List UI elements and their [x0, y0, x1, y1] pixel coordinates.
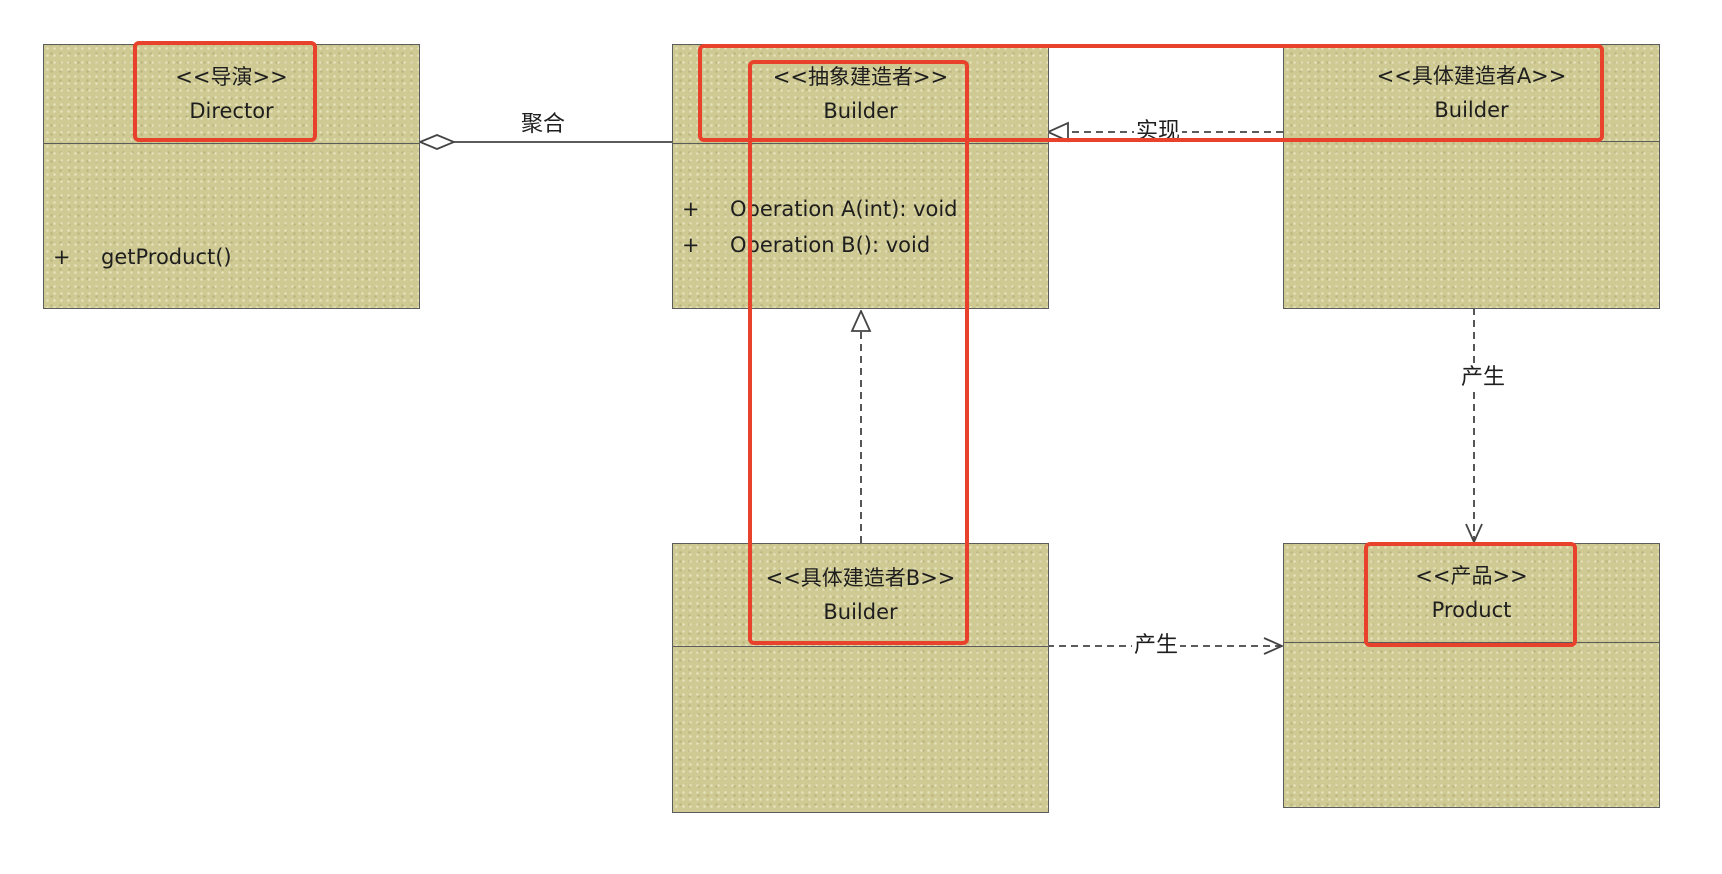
concrete-builder-a-name: Builder [1434, 98, 1509, 122]
abstract-builder-stereotype: <<抽象建造者>> [772, 65, 949, 89]
abstract-builder-class[interactable]: <<抽象建造者>> Builder + Operation A(int): vo… [672, 44, 1049, 309]
operation-visibility: + [682, 197, 700, 221]
product-stereotype: <<产品>> [1415, 564, 1528, 588]
abstract-builder-operations: + Operation A(int): void + Operation B()… [682, 191, 1044, 263]
concrete-builder-b-class-header: <<具体建造者B>> Builder [673, 544, 1048, 647]
concrete-builder-b-class[interactable]: <<具体建造者B>> Builder [672, 543, 1049, 813]
produces-label-a: 产生 [1458, 365, 1508, 391]
director-operations: + getProduct() [53, 239, 415, 275]
operation-signature: getProduct() [101, 245, 232, 269]
concrete-builder-b-stereotype: <<具体建造者B>> [765, 566, 956, 590]
builder-column-highlight-box [748, 60, 969, 645]
concrete-builder-a-stereotype: <<具体建造者A>> [1376, 64, 1567, 88]
director-class-header: <<导演>> Director [44, 45, 419, 144]
produces-label-b: 产生 [1131, 633, 1181, 659]
director-stereotype: <<导演>> [175, 65, 288, 89]
abstract-builder-class-header: <<抽象建造者>> Builder [673, 45, 1048, 144]
concrete-builder-b-name: Builder [823, 600, 898, 624]
product-highlight-box [1364, 542, 1577, 647]
director-class[interactable]: <<导演>> Director + getProduct() [43, 44, 420, 309]
operation-signature: Operation B(): void [730, 233, 931, 257]
director-highlight-box [133, 41, 317, 142]
aggregation-label: 聚合 [518, 112, 568, 138]
director-name: Director [189, 99, 274, 123]
product-class[interactable]: <<产品>> Product [1283, 543, 1660, 808]
builder-headers-highlight-box [698, 44, 1604, 142]
concrete-builder-a-class[interactable]: <<具体建造者A>> Builder [1283, 44, 1660, 309]
abstract-builder-name: Builder [823, 99, 898, 123]
concrete-builder-a-class-header: <<具体建造者A>> Builder [1284, 45, 1659, 142]
director-operation-row: + getProduct() [53, 239, 415, 275]
operation-signature: Operation A(int): void [730, 197, 958, 221]
operation-visibility: + [53, 245, 71, 269]
abstract-builder-operation-row: + Operation B(): void [682, 227, 1044, 263]
product-name: Product [1431, 598, 1512, 622]
abstract-builder-operation-row: + Operation A(int): void [682, 191, 1044, 227]
operation-visibility: + [682, 233, 700, 257]
product-class-header: <<产品>> Product [1284, 544, 1659, 643]
